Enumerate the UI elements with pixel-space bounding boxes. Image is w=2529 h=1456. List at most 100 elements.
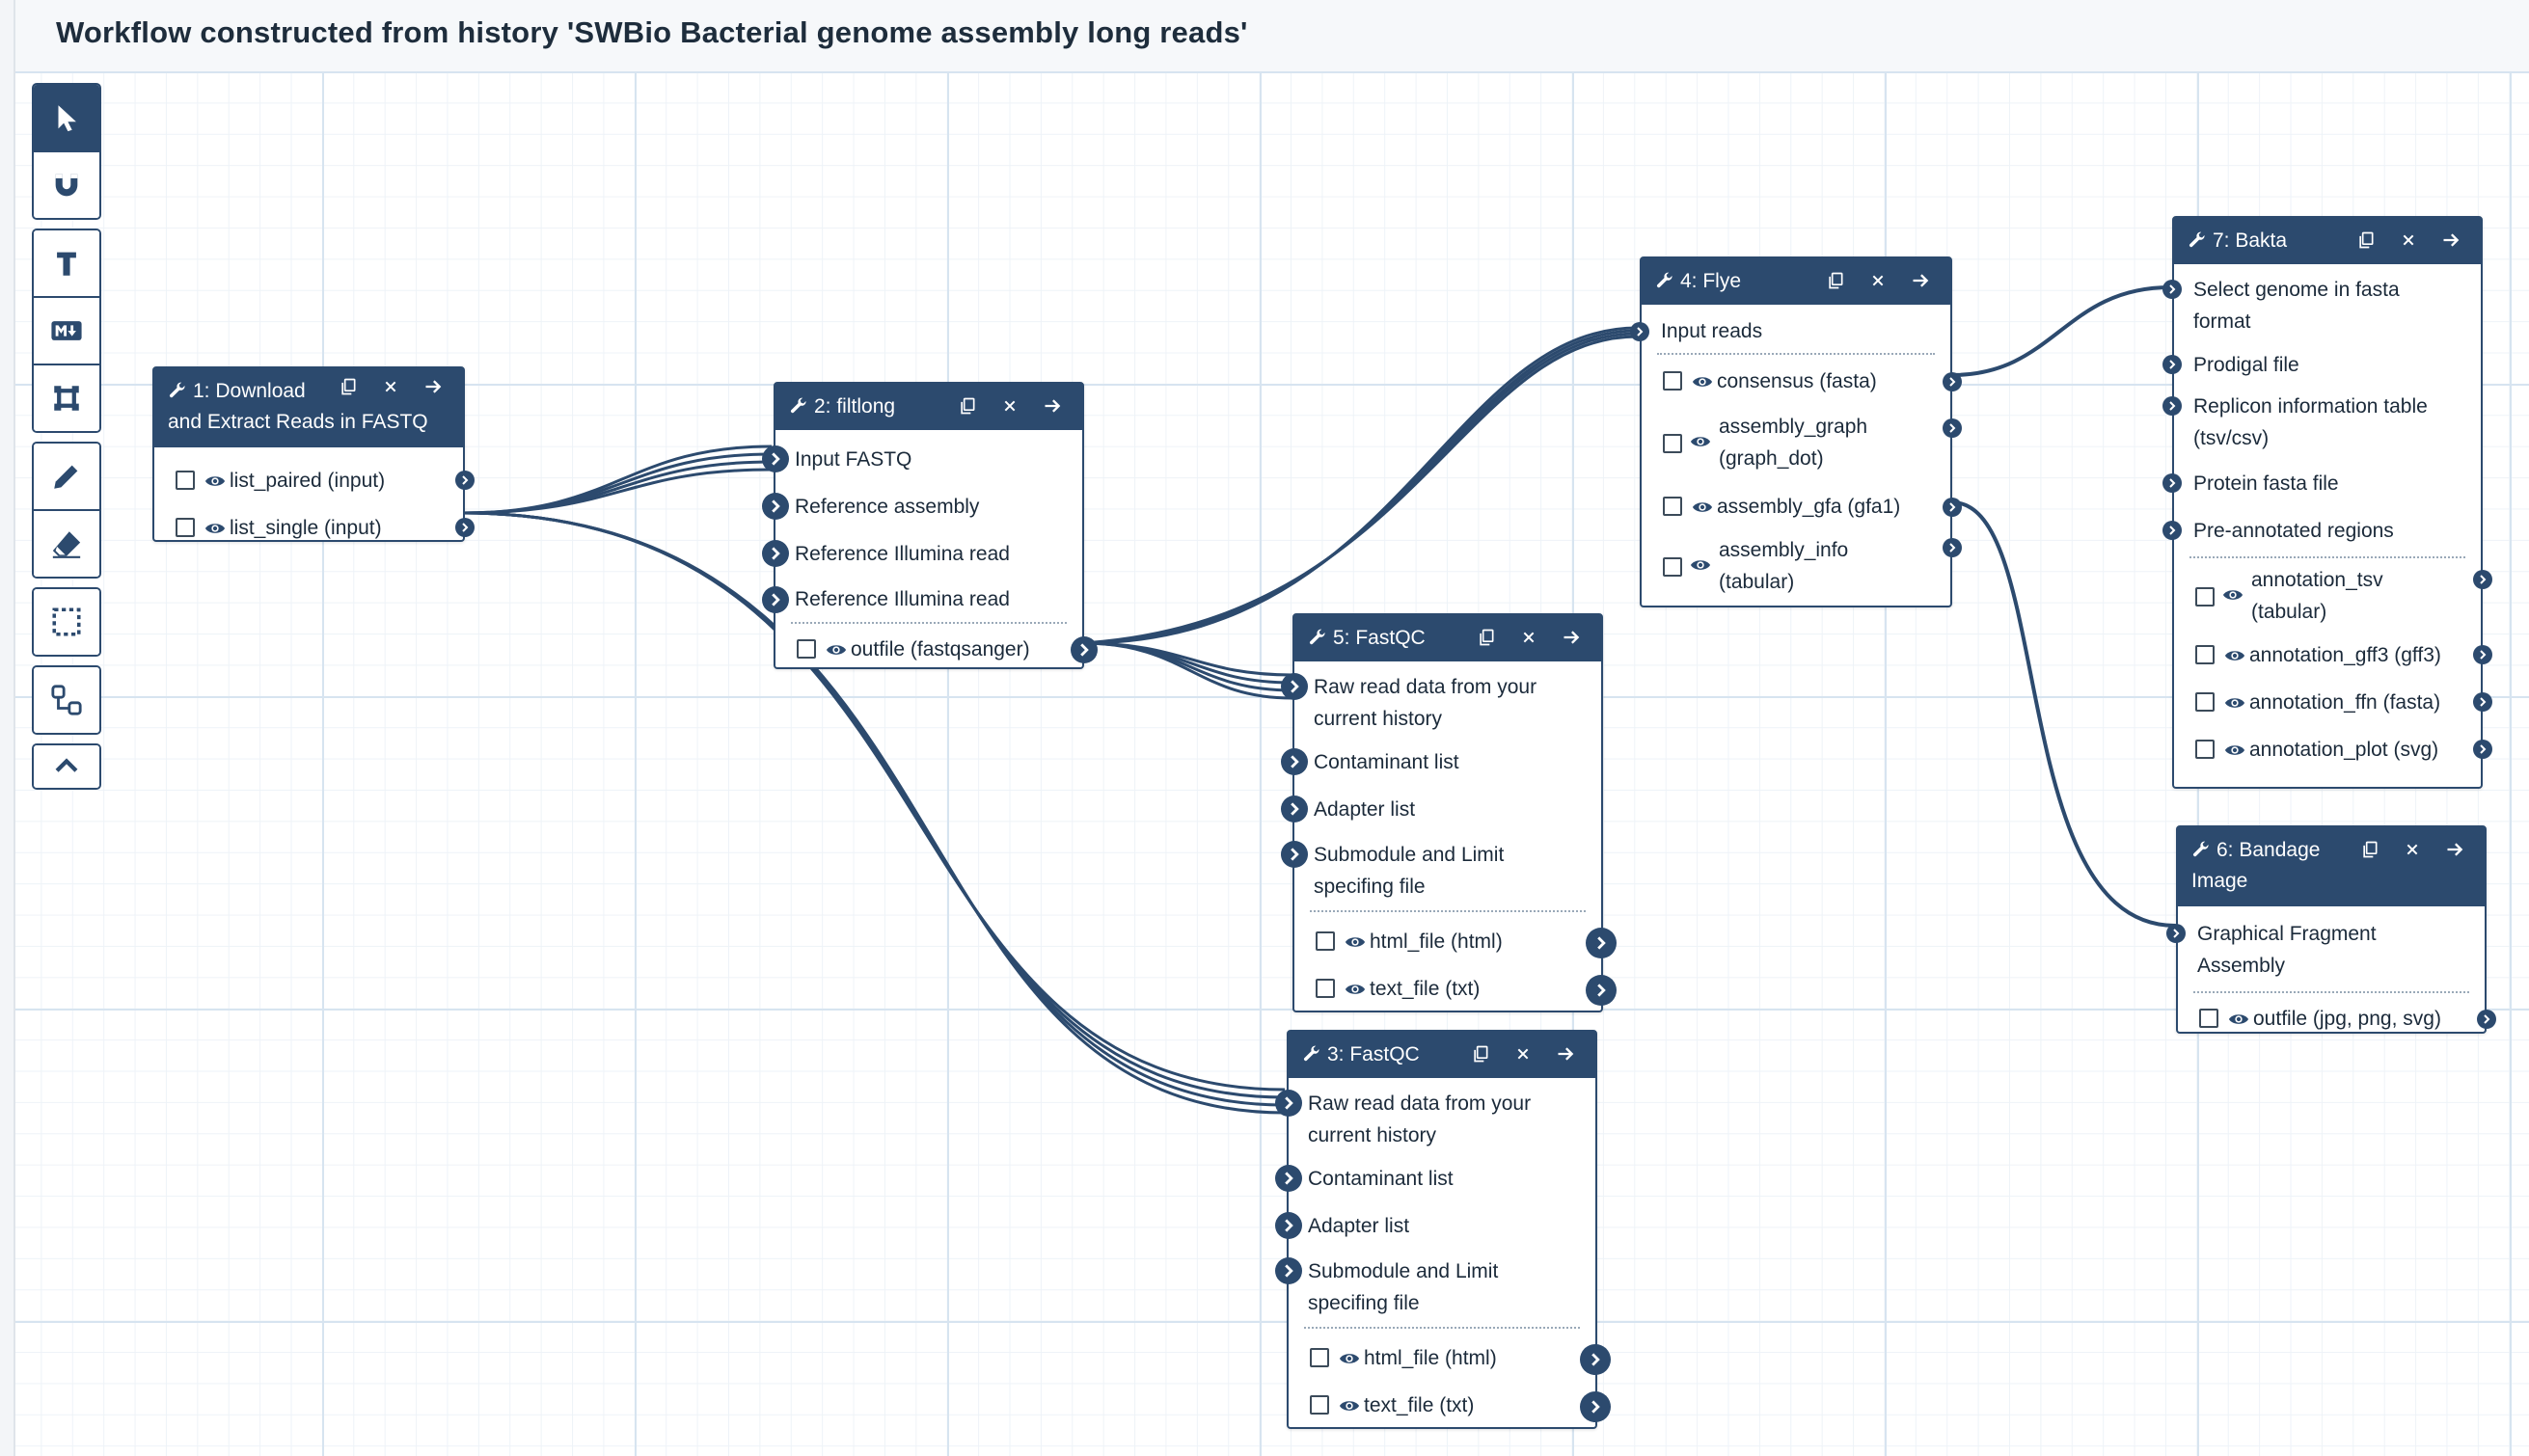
- copy-icon[interactable]: [338, 376, 359, 397]
- node-header[interactable]: 7: Bakta: [2174, 218, 2481, 264]
- node-download-extract-reads[interactable]: 1: Download and Extract Reads in FASTQ l…: [152, 366, 475, 542]
- output-terminal[interactable]: [1580, 1391, 1611, 1422]
- output-terminal[interactable]: [2473, 645, 2492, 664]
- eye-icon[interactable]: [1690, 434, 1711, 449]
- node-header[interactable]: 1: Download and Extract Reads in FASTQ: [154, 368, 463, 447]
- eye-icon[interactable]: [1345, 982, 1366, 997]
- arrow-right-icon[interactable]: [422, 376, 444, 397]
- node-header[interactable]: 3: FastQC: [1289, 1032, 1595, 1078]
- input-terminal[interactable]: [762, 445, 789, 472]
- output-checkbox[interactable]: [2195, 645, 2215, 664]
- markdown-tool-button[interactable]: [34, 298, 99, 365]
- input-terminal[interactable]: [2162, 280, 2182, 299]
- output-checkbox[interactable]: [1663, 434, 1682, 453]
- input-terminal[interactable]: [1275, 1212, 1302, 1239]
- output-terminal[interactable]: [1580, 1344, 1611, 1375]
- input-terminal[interactable]: [1281, 841, 1308, 868]
- copy-icon[interactable]: [1470, 1043, 1491, 1065]
- close-icon[interactable]: [2398, 229, 2419, 251]
- eye-icon[interactable]: [2224, 742, 2245, 758]
- copy-icon[interactable]: [1825, 270, 1846, 291]
- pointer-tool-button[interactable]: [34, 85, 99, 152]
- output-checkbox[interactable]: [1310, 1395, 1329, 1415]
- output-checkbox[interactable]: [2195, 587, 2215, 607]
- workflow-canvas[interactable]: [15, 71, 2529, 1456]
- auto-layout-tool-button[interactable]: [34, 667, 99, 733]
- output-terminal[interactable]: [1943, 538, 1962, 557]
- output-checkbox[interactable]: [176, 471, 195, 490]
- eye-icon[interactable]: [204, 473, 226, 489]
- eye-icon[interactable]: [2222, 587, 2243, 603]
- arrow-right-icon[interactable]: [1561, 627, 1582, 648]
- node-header[interactable]: 4: Flye: [1642, 258, 1950, 305]
- output-checkbox[interactable]: [2195, 740, 2215, 759]
- copy-icon[interactable]: [2359, 839, 2380, 860]
- box-select-tool-button[interactable]: [34, 589, 99, 655]
- node-filtlong[interactable]: 2: filtlong Input FASTQ Reference assemb…: [762, 382, 1098, 669]
- input-terminal[interactable]: [762, 586, 789, 613]
- text-tool-button[interactable]: [34, 230, 99, 298]
- input-terminal[interactable]: [1281, 748, 1308, 775]
- input-terminal[interactable]: [1275, 1165, 1302, 1192]
- input-terminal[interactable]: [2162, 355, 2182, 374]
- node-header[interactable]: 5: FastQC: [1294, 615, 1601, 661]
- output-terminal[interactable]: [2477, 1010, 2496, 1029]
- eye-icon[interactable]: [2224, 648, 2245, 663]
- input-terminal[interactable]: [1630, 322, 1649, 341]
- close-icon[interactable]: [380, 376, 401, 397]
- arrow-right-icon[interactable]: [2440, 229, 2461, 251]
- eraser-tool-button[interactable]: [34, 511, 99, 577]
- output-terminal[interactable]: [1943, 372, 1962, 391]
- arrow-right-icon[interactable]: [1555, 1043, 1576, 1065]
- output-terminal[interactable]: [455, 518, 475, 537]
- input-terminal[interactable]: [762, 540, 789, 567]
- eye-icon[interactable]: [1692, 499, 1713, 515]
- copy-icon[interactable]: [2355, 229, 2377, 251]
- output-terminal[interactable]: [2473, 740, 2492, 759]
- close-icon[interactable]: [999, 395, 1020, 417]
- output-checkbox[interactable]: [1316, 979, 1335, 998]
- eye-icon[interactable]: [2228, 1011, 2249, 1027]
- output-terminal[interactable]: [1943, 418, 1962, 438]
- input-terminal[interactable]: [762, 493, 789, 520]
- output-checkbox[interactable]: [2195, 692, 2215, 712]
- close-icon[interactable]: [1518, 627, 1539, 648]
- input-terminal[interactable]: [2162, 521, 2182, 540]
- close-icon[interactable]: [2402, 839, 2423, 860]
- eye-icon[interactable]: [1692, 374, 1713, 390]
- output-checkbox[interactable]: [1316, 931, 1335, 951]
- output-terminal[interactable]: [2473, 692, 2492, 712]
- node-flye[interactable]: 4: Flye Input reads consensus (fasta) as…: [1630, 256, 1962, 607]
- frame-tool-button[interactable]: [34, 365, 99, 431]
- output-terminal[interactable]: [1586, 975, 1617, 1006]
- node-header[interactable]: 2: filtlong: [775, 384, 1082, 430]
- eye-icon[interactable]: [2224, 695, 2245, 711]
- input-terminal[interactable]: [1281, 673, 1308, 700]
- node-header[interactable]: 6: Bandage Image: [2178, 827, 2485, 906]
- output-terminal[interactable]: [455, 471, 475, 490]
- input-terminal[interactable]: [2162, 396, 2182, 416]
- arrow-right-icon[interactable]: [2444, 839, 2465, 860]
- eye-icon[interactable]: [1690, 557, 1711, 573]
- collapse-toolbar-button[interactable]: [34, 745, 99, 788]
- eye-icon[interactable]: [1339, 1351, 1360, 1366]
- output-checkbox[interactable]: [1663, 557, 1682, 577]
- snap-tool-button[interactable]: [34, 152, 99, 218]
- input-terminal[interactable]: [1281, 795, 1308, 822]
- close-icon[interactable]: [1512, 1043, 1534, 1065]
- copy-icon[interactable]: [1476, 627, 1497, 648]
- output-checkbox[interactable]: [1310, 1348, 1329, 1367]
- output-checkbox[interactable]: [176, 518, 195, 537]
- copy-icon[interactable]: [957, 395, 978, 417]
- output-terminal[interactable]: [2473, 570, 2492, 589]
- eye-icon[interactable]: [1339, 1398, 1360, 1414]
- pencil-tool-button[interactable]: [34, 444, 99, 511]
- arrow-right-icon[interactable]: [1042, 395, 1063, 417]
- input-terminal[interactable]: [2166, 924, 2186, 943]
- output-checkbox[interactable]: [1663, 371, 1682, 391]
- close-icon[interactable]: [1867, 270, 1889, 291]
